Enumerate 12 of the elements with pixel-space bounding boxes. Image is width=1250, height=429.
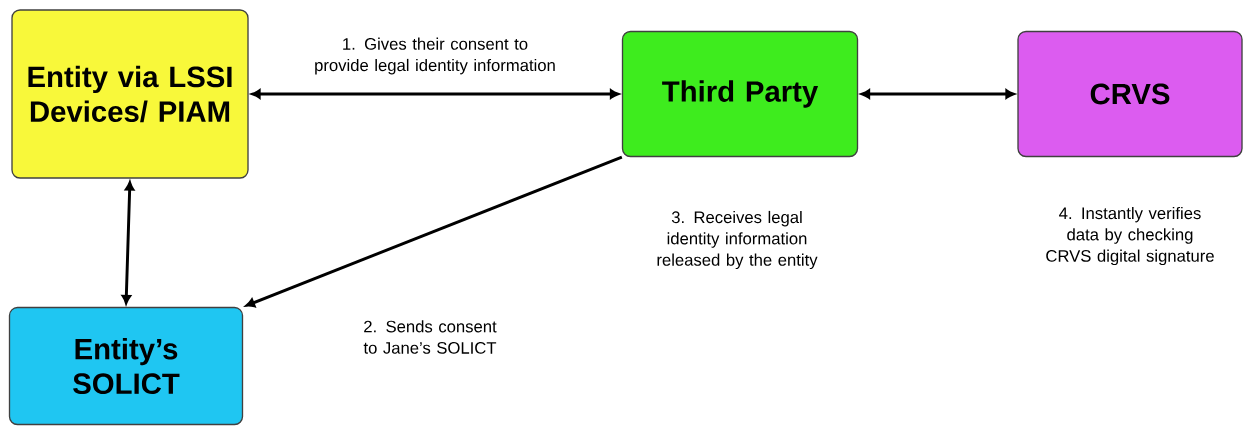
arrow bbox=[245, 155, 623, 308]
edge-label: 1. Gives their consent to provide legal identity information bbox=[315, 37, 555, 75]
caption-text: 3. Receives legal identity information released by the entity bbox=[657, 210, 818, 270]
process-box: Entity’s SOLICT bbox=[8, 306, 244, 426]
arrow bbox=[860, 89, 1015, 99]
process-box: CRVS bbox=[1017, 30, 1243, 158]
process-box: Third Party bbox=[621, 30, 859, 158]
arrow bbox=[251, 89, 620, 99]
caption-text: 4. Instantly verifies data by checking CRVS digital signature bbox=[1046, 206, 1214, 266]
process-box: Entity via LSSI Devices/ PIAM bbox=[11, 9, 249, 179]
edge-label: 2. Sends consent to Jane’s SOLICT bbox=[363, 320, 497, 354]
arrow bbox=[121, 181, 135, 305]
